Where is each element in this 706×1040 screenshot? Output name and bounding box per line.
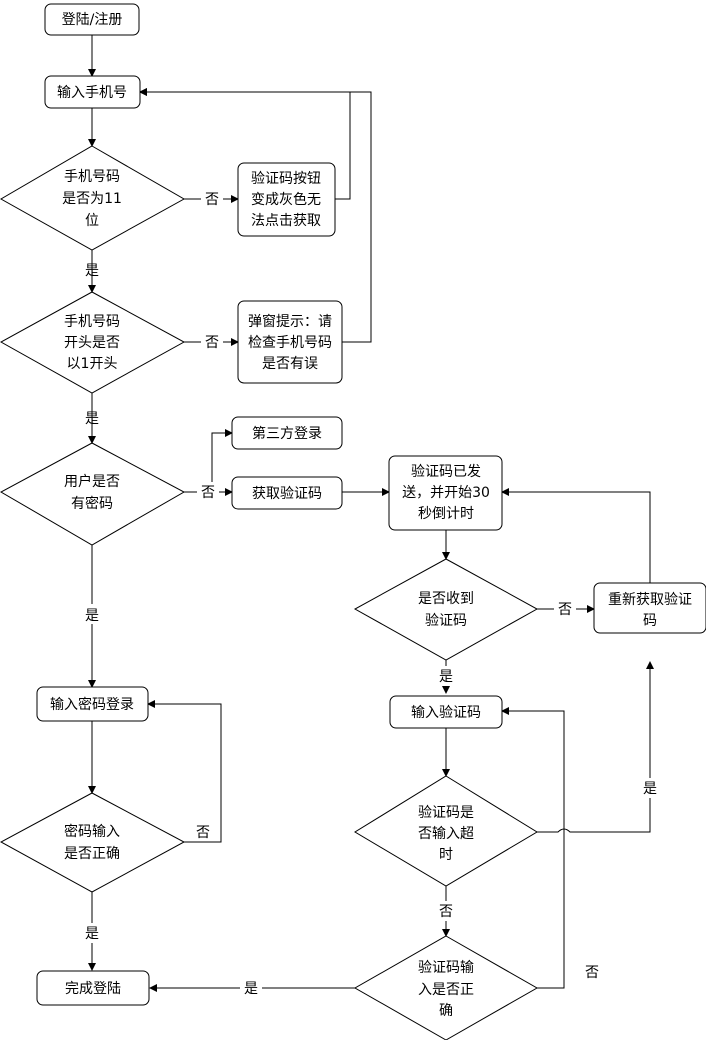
node-q-starts1: 手机号码 开头是否 以1开头 xyxy=(0,291,186,394)
node-q-is11-line-2: 是否为11 xyxy=(62,191,122,207)
node-done-label: 完成登陆 xyxy=(65,981,121,997)
node-q-starts1-line-2: 开头是否 xyxy=(64,335,120,351)
edge-popup-loop xyxy=(139,88,372,343)
edge-q-pwd-ok-no xyxy=(147,700,222,843)
node-q-timeout-line-3: 时 xyxy=(439,847,453,863)
label-q-code-ok-no: 否 xyxy=(585,965,599,981)
label-q-code-ok-yes: 是 xyxy=(244,981,258,997)
node-q-received: 是否收到 验证码 xyxy=(353,558,539,661)
label-q-received-yes: 是 xyxy=(439,669,453,685)
node-resend-line-1: 重新获取验证 xyxy=(608,592,692,608)
node-q-is11-line-1: 手机号码 xyxy=(64,169,120,185)
edge-resend-loop xyxy=(501,488,651,583)
node-q-received-line-1: 是否收到 xyxy=(418,591,474,607)
node-q-pwd-ok-line-1: 密码输入 xyxy=(64,823,120,840)
label-q-starts1-no: 否 xyxy=(205,335,219,351)
node-input-phone: 输入手机号 xyxy=(44,75,141,109)
node-q-code-ok-line-2: 入是否正 xyxy=(418,982,474,998)
node-q-timeout: 验证码是 否输入超 时 xyxy=(354,775,538,887)
label-q-timeout-no: 否 xyxy=(439,904,453,920)
node-q-starts1-line-1: 手机号码 xyxy=(64,314,120,330)
node-get-code: 获取验证码 xyxy=(231,476,343,510)
node-input-pwd-label: 输入密码登录 xyxy=(50,696,134,713)
node-q-haspwd-line-2: 有密码 xyxy=(71,495,113,512)
node-popup-line-2: 检查手机号码 xyxy=(248,335,332,351)
label-q-haspwd-no: 否 xyxy=(201,485,215,501)
node-start: 登陆/注册 xyxy=(44,3,140,36)
node-input-phone-label: 输入手机号 xyxy=(57,85,127,101)
label-q-timeout-yes: 是 xyxy=(643,781,657,797)
node-done: 完成登陆 xyxy=(36,970,150,1006)
node-third-party-label: 第三方登录 xyxy=(252,425,322,442)
node-q-code-ok-line-3: 确 xyxy=(439,1003,453,1019)
node-q-pwd-ok-line-2: 是否正确 xyxy=(64,846,120,862)
label-q-pwd-ok-yes: 是 xyxy=(85,926,99,942)
node-q-code-ok-line-1: 验证码输 xyxy=(418,960,474,976)
node-btn-gray-line-3: 法点击获取 xyxy=(251,213,321,229)
node-q-timeout-line-1: 验证码是 xyxy=(418,805,474,821)
node-code-sent-line-2: 送，并开始30 xyxy=(402,485,490,501)
node-q-code-ok: 验证码输 入是否正 确 xyxy=(353,935,539,1040)
node-popup-line-3: 是否有误 xyxy=(262,356,318,372)
node-input-code-label: 输入验证码 xyxy=(411,705,481,721)
node-q-haspwd: 用户是否 有密码 xyxy=(0,442,186,546)
node-code-sent: 验证码已发 送，并开始30 秒倒计时 xyxy=(388,455,503,531)
label-q-haspwd-yes: 是 xyxy=(85,608,99,624)
edge-q-timeout-yes xyxy=(537,661,654,833)
node-code-sent-line-1: 验证码已发 xyxy=(411,464,481,480)
node-resend-line-2: 码 xyxy=(643,613,657,629)
node-resend: 重新获取验证 码 xyxy=(593,582,706,634)
node-btn-gray: 验证码按钮 变成灰色无 法点击获取 xyxy=(237,162,336,237)
node-q-starts1-line-3: 以1开头 xyxy=(67,356,118,372)
label-q-pwd-ok-no: 否 xyxy=(196,825,210,841)
edge-labels: 否 是 否 是 否 是 否 是 是 否 否 是 否 是 xyxy=(81,189,661,998)
edge-q-code-ok-no xyxy=(501,707,565,989)
label-q-starts1-yes: 是 xyxy=(85,411,99,427)
node-get-code-label: 获取验证码 xyxy=(252,486,322,502)
label-q-received-no: 否 xyxy=(558,602,572,618)
node-q-timeout-line-2: 否输入超 xyxy=(418,826,474,842)
edge-to-third-party xyxy=(211,429,233,482)
node-third-party: 第三方登录 xyxy=(231,416,343,450)
node-input-pwd: 输入密码登录 xyxy=(36,686,149,722)
node-q-haspwd-line-1: 用户是否 xyxy=(64,473,120,490)
node-popup-line-1: 弹窗提示：请 xyxy=(248,313,332,330)
node-popup: 弹窗提示：请 检查手机号码 是否有误 xyxy=(237,300,343,384)
node-q-is11-line-3: 位 xyxy=(85,213,99,229)
node-q-received-line-2: 验证码 xyxy=(425,613,467,629)
node-input-code: 输入验证码 xyxy=(389,695,503,729)
node-q-is11: 手机号码 是否为11 位 xyxy=(0,145,186,251)
node-btn-gray-line-1: 验证码按钮 xyxy=(251,171,321,187)
node-start-label: 登陆/注册 xyxy=(62,12,123,28)
node-q-pwd-ok: 密码输入 是否正确 xyxy=(0,792,186,893)
node-code-sent-line-3: 秒倒计时 xyxy=(418,506,474,522)
label-q-is11-yes: 是 xyxy=(85,263,99,279)
label-q-is11-no: 否 xyxy=(205,192,219,208)
node-btn-gray-line-2: 变成灰色无 xyxy=(251,191,321,208)
